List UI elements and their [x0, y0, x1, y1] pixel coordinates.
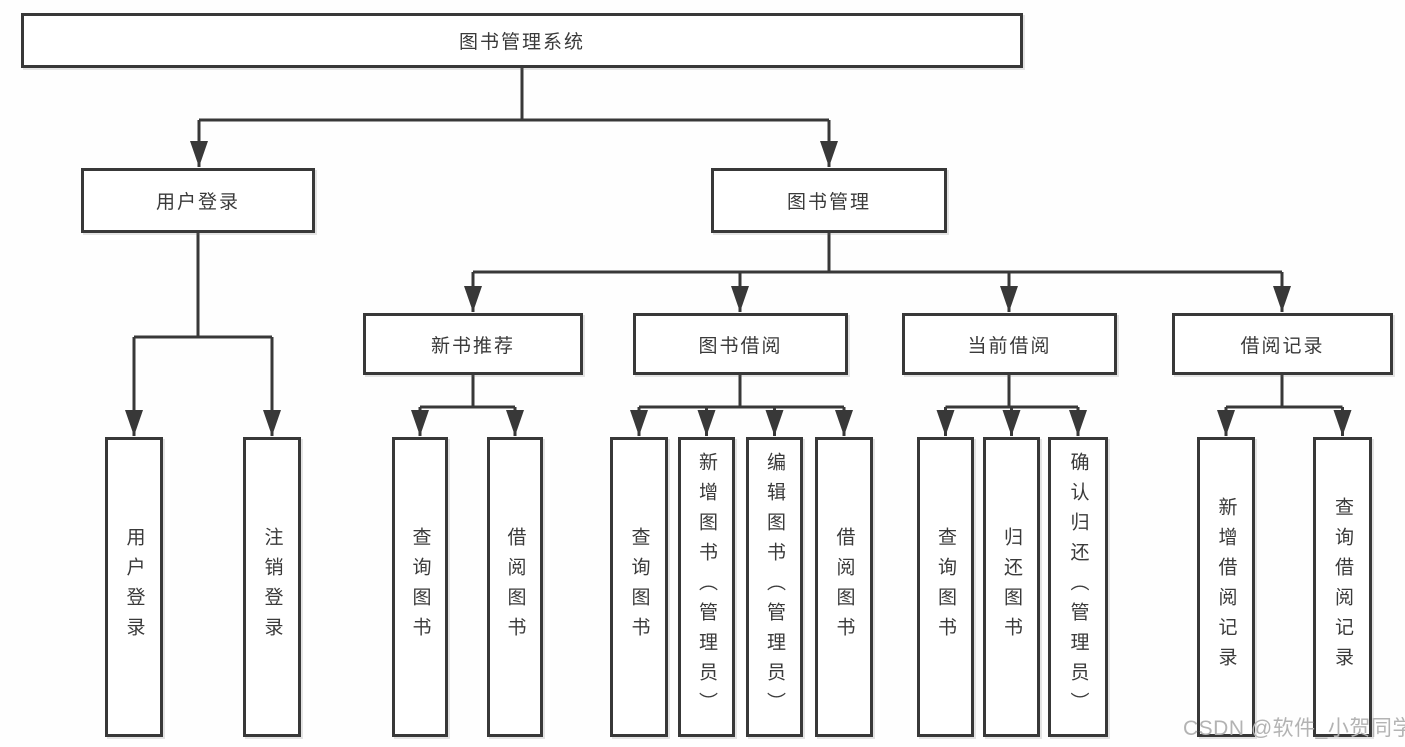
leaf-edit-book-admin: 编辑图书（管理员）: [746, 437, 803, 737]
leaf-add-borrow-record: 新增借阅记录: [1197, 437, 1255, 737]
node-label: 查询借阅记录: [1332, 497, 1353, 677]
node-user-login: 用户登录: [81, 168, 315, 233]
node-label: 查询图书: [409, 527, 431, 647]
node-label: 新增借阅记录: [1215, 497, 1237, 677]
node-label: 图书借阅: [698, 335, 783, 357]
leaf-query-books-recommend: 查询图书: [392, 437, 448, 737]
leaf-user-login: 用户登录: [105, 437, 163, 737]
node-book-borrowing: 图书借阅: [633, 313, 848, 375]
node-label: 借阅记录: [1240, 335, 1325, 357]
leaf-query-borrow-record: 查询借阅记录: [1313, 437, 1372, 737]
leaf-borrow-books-recommend: 借阅图书: [487, 437, 543, 737]
node-label: 归还图书: [1001, 527, 1022, 647]
node-label: 注销登录: [261, 527, 283, 647]
leaf-logout: 注销登录: [243, 437, 301, 737]
node-label: 查询图书: [935, 527, 956, 647]
node-label: 查询图书: [628, 527, 650, 647]
leaf-query-books-current: 查询图书: [917, 437, 974, 737]
node-label: 新书推荐: [430, 335, 515, 357]
node-label: 借阅图书: [833, 527, 855, 647]
node-label: 用户登录: [123, 527, 145, 647]
node-new-book-recommend: 新书推荐: [363, 313, 583, 375]
node-label: 新增图书（管理员）: [696, 452, 717, 722]
csdn-watermark: CSDN @软件_小贺同学: [1183, 717, 1405, 740]
leaf-query-books-borrowing: 查询图书: [610, 437, 668, 737]
node-book-management: 图书管理: [711, 168, 947, 233]
node-label: 编辑图书（管理员）: [764, 452, 785, 722]
node-label: 图书管理系统: [458, 32, 585, 53]
leaf-borrow-books: 借阅图书: [815, 437, 873, 737]
leaf-confirm-return-admin: 确认归还（管理员）: [1048, 437, 1108, 737]
leaf-add-book-admin: 新增图书（管理员）: [678, 437, 735, 737]
node-label: 借阅图书: [504, 527, 526, 647]
node-library-management-system: 图书管理系统: [21, 13, 1023, 68]
leaf-return-books: 归还图书: [983, 437, 1040, 737]
node-label: 图书管理: [786, 192, 871, 213]
node-label: 当前借阅: [967, 335, 1052, 357]
node-borrowing-records: 借阅记录: [1172, 313, 1393, 375]
node-current-borrowing: 当前借阅: [902, 313, 1117, 375]
node-label: 用户登录: [155, 192, 240, 213]
node-label: 确认归还（管理员）: [1067, 452, 1089, 722]
